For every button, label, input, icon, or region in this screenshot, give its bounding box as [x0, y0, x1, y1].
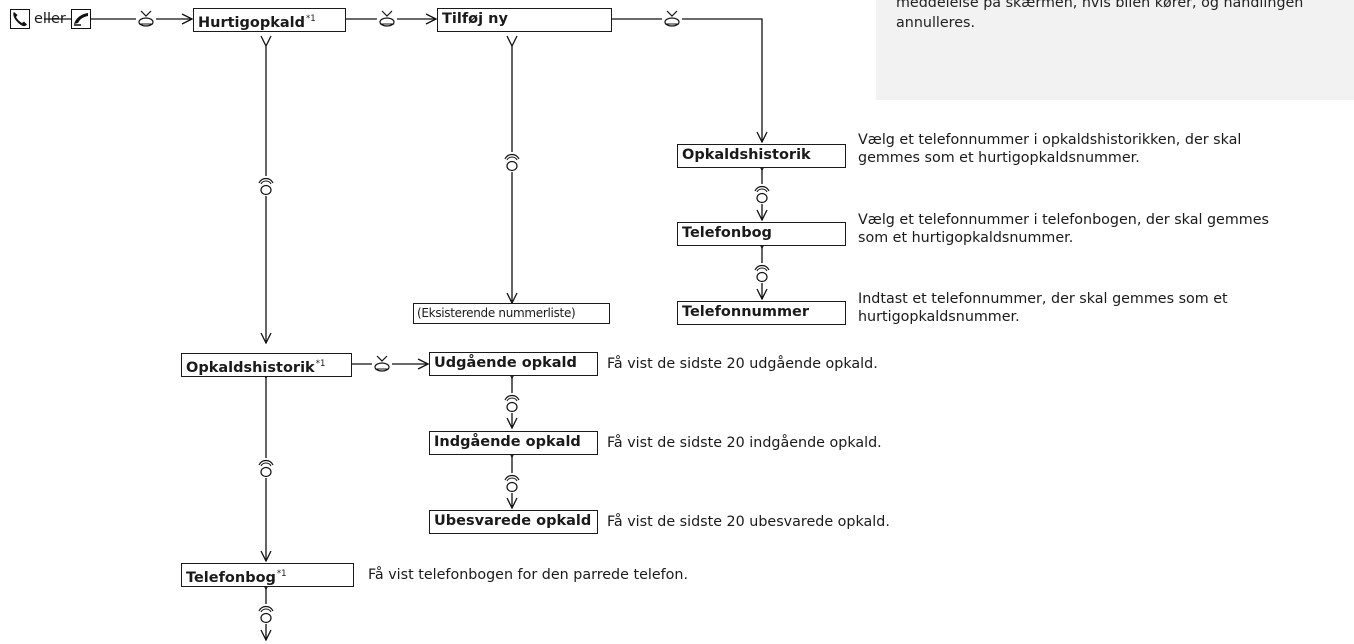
description-line: gemmes som et hurtigopkaldsnummer. — [858, 150, 1140, 166]
press-select-icon — [377, 9, 397, 29]
description-ubesvarede: Få vist de sidste 20 ubesvarede opkald. — [607, 514, 890, 530]
menu-box-indgaende-opkald: Indgående opkald — [429, 431, 598, 455]
rotate-knob-icon — [256, 604, 276, 624]
description-indgaende: Få vist de sidste 20 indgående opkald. — [607, 435, 882, 451]
note-box: meddelelse på skærmen, hvis bilen kører,… — [876, 0, 1354, 100]
rotate-knob-icon — [752, 263, 772, 283]
menu-box-tilfoj-ny: Tilføj ny — [437, 8, 612, 32]
menu-label: Ubesvarede opkald — [434, 513, 592, 529]
menu-label: Telefonnummer — [682, 304, 810, 320]
note-text-line: meddelelse på skærmen, hvis bilen kører,… — [896, 0, 1304, 11]
description-line: som et hurtigopkaldsnummer. — [858, 230, 1074, 246]
description-line: Vælg et telefonnummer i telefonbogen, de… — [858, 212, 1269, 228]
menu-box-udgaende-opkald: Udgående opkald — [429, 352, 598, 376]
description-telefonbog-sub: Vælg et telefonnummer i telefonbogen, de… — [858, 211, 1269, 247]
description-line: Vælg et telefonnummer i opkaldshistorikk… — [858, 132, 1242, 148]
menu-label: Telefonbog — [682, 225, 772, 241]
description-telefonbog-main: Få vist telefonbogen for den parrede tel… — [368, 567, 689, 583]
menu-label: Telefonbog — [186, 570, 276, 586]
description-line: hurtigopkaldsnummer. — [858, 309, 1020, 325]
menu-box-hurtigopkald: Hurtigopkald*1 — [193, 8, 346, 32]
footnote-mark: *1 — [306, 14, 316, 24]
menu-label: Hurtigopkald — [198, 15, 306, 31]
description-telefonnummer: Indtast et telefonnummer, der skal gemme… — [858, 290, 1228, 326]
note-text-line: annulleres. — [896, 15, 976, 31]
menu-box-opkaldshistorik-sub: Opkaldshistorik — [677, 144, 846, 168]
rotate-knob-icon — [256, 458, 276, 478]
rotate-knob-icon — [502, 393, 522, 413]
menu-label: (Eksisterende nummerliste) — [417, 306, 576, 320]
menu-box-ubesvarede-opkald: Ubesvarede opkald — [429, 510, 598, 534]
rotate-knob-icon — [752, 184, 772, 204]
phone-pickup-icon — [10, 9, 30, 29]
menu-label: Opkaldshistorik — [682, 147, 811, 163]
footnote-mark: *1 — [276, 569, 287, 579]
rotate-knob-icon — [256, 176, 276, 196]
menu-box-eksisterende-nummerliste: (Eksisterende nummerliste) — [413, 303, 610, 324]
flow-line — [612, 18, 762, 142]
menu-box-telefonbog-main: Telefonbog*1 — [181, 563, 354, 587]
description-opkaldshistorik: Vælg et telefonnummer i opkaldshistorikk… — [858, 131, 1241, 167]
menu-label: Tilføj ny — [442, 11, 508, 27]
menu-box-telefonnummer: Telefonnummer — [677, 301, 846, 325]
rotate-knob-icon — [502, 152, 522, 172]
connector-word: eller — [34, 11, 66, 27]
footnote-mark: *1 — [315, 359, 326, 369]
press-select-icon — [136, 9, 156, 29]
phone-button-icon — [70, 9, 91, 29]
menu-box-telefonbog-sub: Telefonbog — [677, 222, 846, 246]
description-udgaende: Få vist de sidste 20 udgående opkald. — [607, 356, 878, 372]
rotate-knob-icon — [502, 473, 522, 493]
menu-label: Opkaldshistorik — [186, 360, 315, 376]
menu-label: Udgående opkald — [434, 355, 577, 371]
start-group: eller — [10, 8, 91, 30]
description-line: Indtast et telefonnummer, der skal gemme… — [858, 291, 1228, 307]
press-select-icon — [372, 354, 392, 374]
press-select-icon — [662, 9, 682, 29]
menu-box-opkaldshistorik-main: Opkaldshistorik*1 — [181, 353, 352, 377]
menu-label: Indgående opkald — [434, 434, 581, 450]
